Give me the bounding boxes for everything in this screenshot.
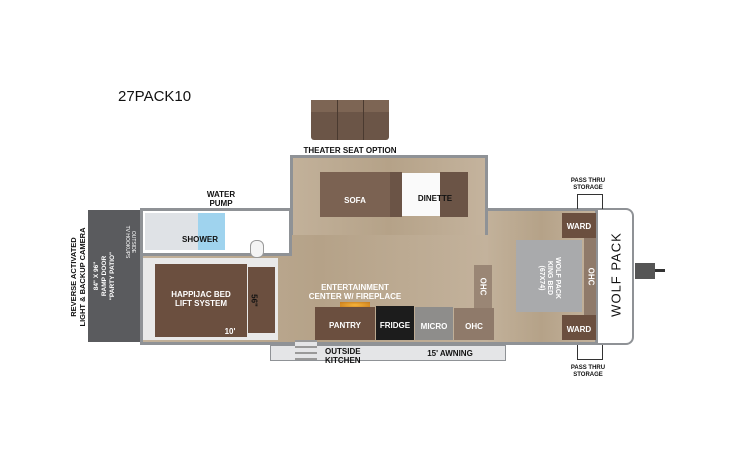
fridge (376, 306, 414, 340)
dinette-label: DINETTE (417, 194, 453, 203)
awning-strip (270, 345, 506, 361)
ohc-side (474, 265, 492, 308)
ramp-door-label: 84" X 96"RAMP DOOR"PARTY PATIO" (93, 251, 116, 301)
hitch-coupler (655, 269, 665, 272)
ohc-bedroom (584, 238, 597, 315)
ramp-door (88, 210, 142, 342)
ward-top (562, 213, 596, 238)
fireplace-icon (340, 302, 370, 308)
bed-width-label: 56" (249, 294, 259, 307)
bed-length-label: 10' (224, 327, 236, 336)
ohc-bedroom-label: OHC (586, 267, 596, 286)
ohc-kitchen-label: OHC (465, 322, 483, 331)
ward-top-label: WARD (566, 222, 592, 231)
front-cap (596, 208, 634, 345)
sofa-label: SOFA (344, 196, 366, 205)
micro-label: MICRO (420, 322, 448, 331)
theater-seat-image (311, 100, 389, 140)
hitch-jack (635, 263, 655, 279)
toilet-icon (250, 240, 264, 258)
pantry-label: PANTRY (329, 321, 361, 330)
ward-bottom (562, 315, 596, 340)
ohc-side-label: OHC (478, 277, 488, 296)
awning-label: 15' AWNING (427, 349, 473, 358)
shower (145, 213, 225, 250)
pantry (315, 307, 375, 340)
shower-label: SHOWER (182, 235, 218, 244)
pass-thru-top-door (577, 194, 603, 209)
theater-seat-label: THEATER SEAT OPTION (303, 146, 397, 155)
ward-bottom-label: WARD (566, 325, 592, 334)
dinette-bench-right (440, 172, 468, 217)
dinette-table (402, 173, 440, 216)
king-bed (516, 240, 582, 312)
happijac-bed (155, 264, 247, 337)
brand-logo: WOLF PACK (608, 232, 624, 317)
pass-thru-bottom-door (577, 345, 603, 360)
microwave (415, 307, 453, 340)
ohc-kitchen (454, 308, 494, 340)
dinette-bench-left (390, 172, 402, 217)
sofa (320, 172, 390, 217)
outside-kitchen-icon (295, 340, 317, 360)
fridge-label: FRIDGE (379, 321, 411, 330)
bed-extension (248, 267, 275, 333)
model-title: 27PACK10 (118, 88, 192, 105)
